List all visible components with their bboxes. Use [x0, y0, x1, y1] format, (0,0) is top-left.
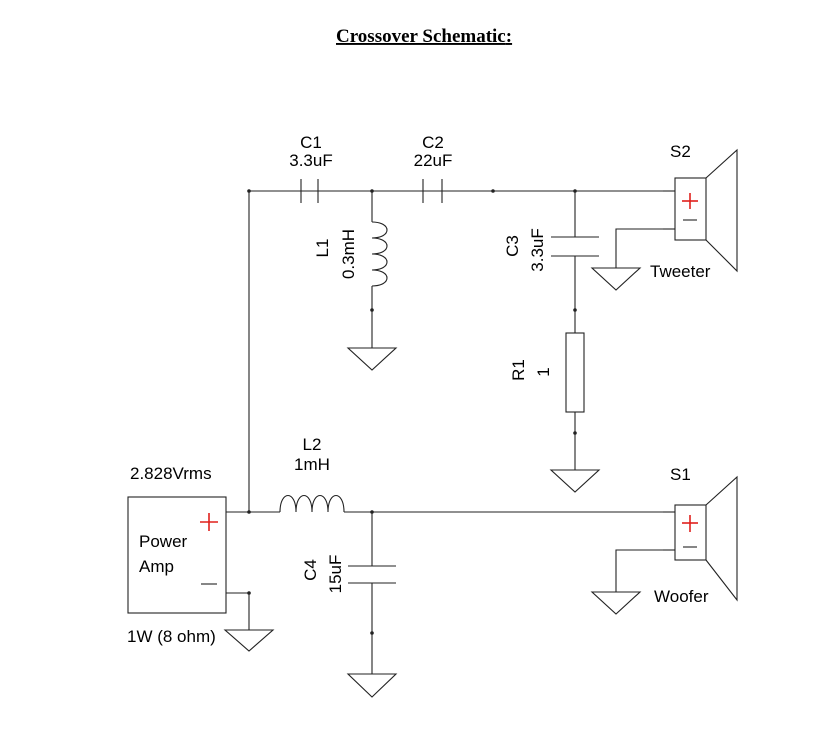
c1-value: 3.3uF [289, 151, 332, 170]
amp-voltage: 2.828Vrms [130, 464, 212, 483]
l2-value: 1mH [294, 455, 330, 474]
diagram-title: Crossover Schematic: [336, 26, 512, 47]
c3-value: 3.3uF [528, 228, 547, 271]
r1-value: 1 [534, 367, 553, 376]
c3-name: C3 [503, 235, 522, 257]
amp-label-line2: Amp [139, 557, 174, 576]
ground-symbol [549, 469, 601, 493]
s1-label: Woofer [654, 587, 709, 606]
capacitor-c3: C3 3.3uF [503, 228, 599, 272]
speaker-s2-tweeter: S2 Tweeter [650, 142, 738, 281]
c2-name: C2 [422, 133, 444, 152]
wires [226, 190, 663, 674]
capacitor-c4: C4 15uF [301, 555, 396, 594]
speaker-s1-woofer: S1 Woofer [654, 465, 738, 606]
capacitor-c2: C2 22uF [414, 133, 453, 203]
s1-name: S1 [670, 465, 691, 484]
s2-label: Tweeter [650, 262, 711, 281]
ground-symbol [346, 673, 398, 698]
resistor-r1: R1 1 [509, 332, 585, 413]
junction-dots [247, 189, 577, 635]
r1-name: R1 [509, 359, 528, 381]
c1-name: C1 [300, 133, 322, 152]
power-amp: Power Amp 2.828Vrms 1W (8 ohm) [127, 464, 227, 646]
s2-name: S2 [670, 142, 691, 161]
capacitor-c1: C1 3.3uF [289, 133, 333, 203]
ground-symbol [346, 347, 398, 371]
l1-name: L1 [313, 239, 332, 258]
inductor-l1: L1 0.3mH [313, 221, 388, 287]
amp-power: 1W (8 ohm) [127, 627, 216, 646]
c4-name: C4 [301, 559, 320, 581]
ground-symbol [223, 629, 275, 652]
ground-symbol [590, 591, 642, 615]
c4-value: 15uF [326, 555, 345, 594]
ground-symbol [590, 267, 642, 291]
l1-value: 0.3mH [339, 229, 358, 279]
inductor-l2: L2 1mH [279, 435, 345, 513]
amp-label-line1: Power [139, 532, 188, 551]
l2-name: L2 [303, 435, 322, 454]
c2-value: 22uF [414, 151, 453, 170]
